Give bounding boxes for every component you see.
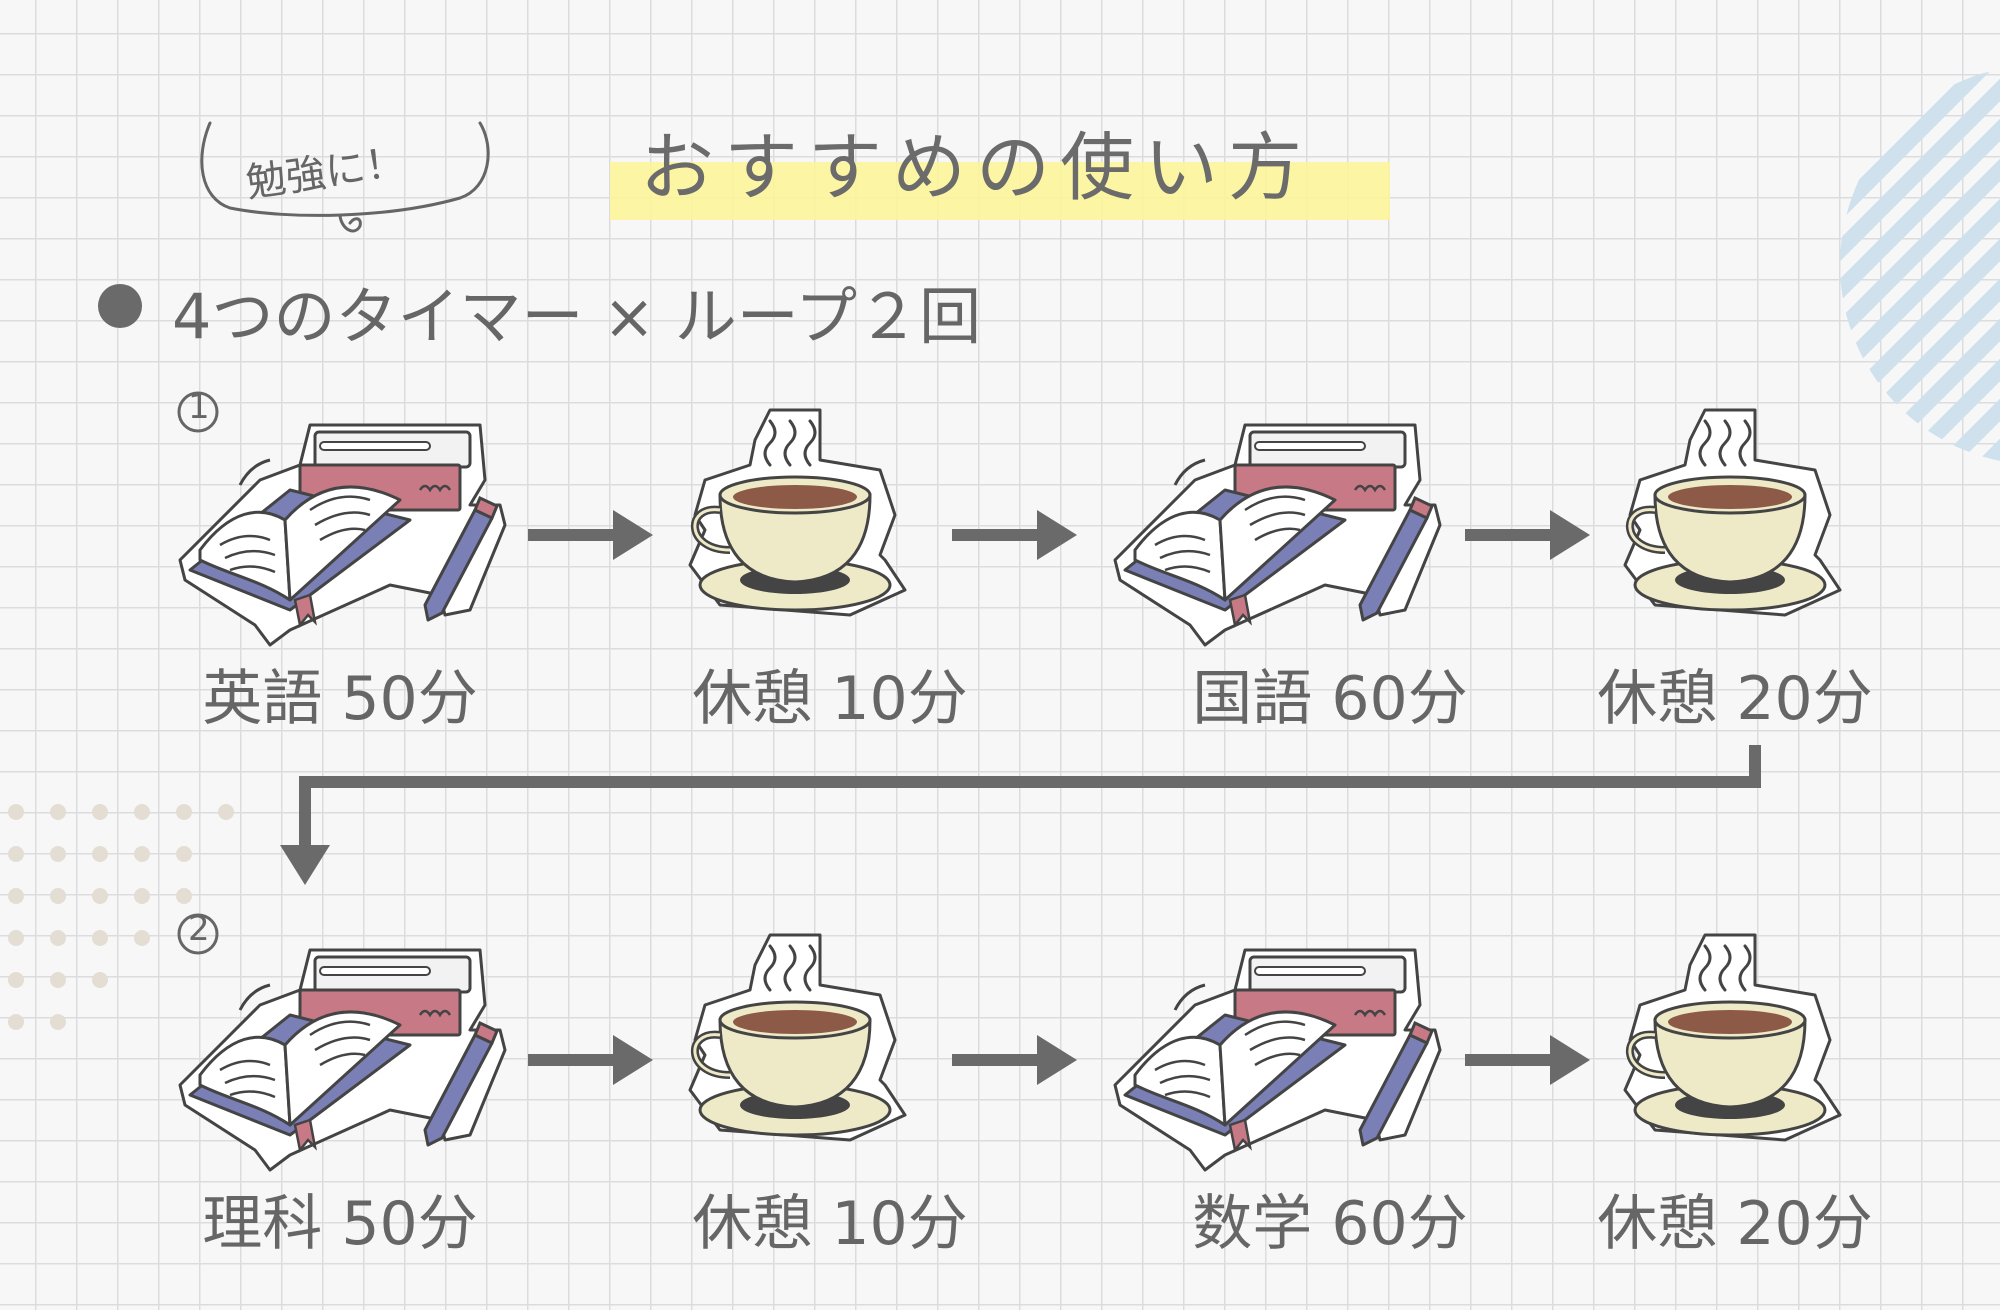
book-icon [1113, 423, 1442, 647]
loop-connector-arrow [280, 745, 1761, 885]
book-icon [1113, 948, 1442, 1172]
coffee-icon [1615, 400, 1855, 640]
step-label: 休憩 20分 [1597, 1189, 1873, 1259]
bullet-dot [98, 284, 142, 328]
coffee-icon [680, 925, 920, 1165]
book-icon [178, 423, 507, 647]
right-arrow-icon [528, 1035, 653, 1085]
coffee-icon [1615, 925, 1855, 1165]
circle-outline [177, 913, 219, 955]
circle-outline [177, 391, 219, 433]
step-label: 英語 50分 [202, 664, 478, 734]
title-highlight [610, 162, 1390, 220]
loop-2-number: 2 [188, 909, 210, 949]
speech-bubble [200, 121, 490, 233]
section-heading: 4つのタイマー × ループ２回 [172, 280, 982, 353]
book-icon [178, 948, 507, 1172]
loop-1-number: 1 [188, 387, 210, 427]
step-label: 休憩 20分 [1597, 664, 1873, 734]
diagonal-stripe-decoration [1840, 65, 2000, 465]
page-title: おすすめの使い方 [640, 125, 1312, 211]
right-arrow-icon [1465, 510, 1590, 560]
right-arrow-icon [1465, 1035, 1590, 1085]
loop-2-number-badge: 2 [176, 909, 220, 956]
loop-1-number-badge: 1 [176, 387, 220, 434]
right-arrow-icon [952, 510, 1077, 560]
step-label: 休憩 10分 [692, 664, 968, 734]
right-arrow-icon [528, 510, 653, 560]
step-label: 休憩 10分 [692, 1189, 968, 1259]
step-label: 数学 60分 [1192, 1189, 1468, 1259]
right-arrow-icon [952, 1035, 1077, 1085]
step-label: 理科 50分 [202, 1189, 478, 1259]
dot-grid-decoration [8, 804, 234, 1030]
step-label: 国語 60分 [1192, 664, 1468, 734]
coffee-icon [680, 400, 920, 640]
